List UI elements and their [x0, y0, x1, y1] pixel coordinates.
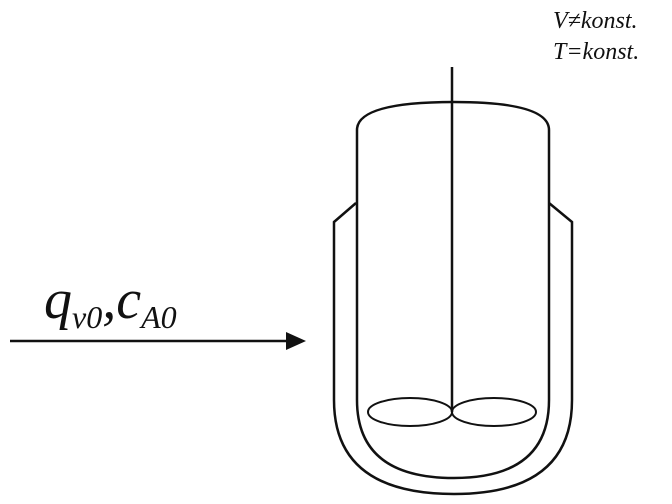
impeller-blade-right [451, 397, 537, 427]
flow-subscript: v0 [72, 299, 103, 335]
impeller-blade-left [367, 397, 453, 427]
reactor-vessel [355, 100, 551, 480]
flow-symbol: q [44, 269, 72, 331]
concentration-subscript: A0 [141, 299, 177, 335]
volume-condition: V≠konst. [553, 8, 638, 34]
feed-label: qv0,cA0 [44, 268, 177, 349]
feed-separator: , [102, 269, 117, 331]
concentration-symbol: c [116, 269, 142, 331]
temperature-condition: T=konst. [553, 39, 640, 65]
feed-arrow-head [286, 332, 306, 350]
reactor-jacket [332, 202, 574, 496]
